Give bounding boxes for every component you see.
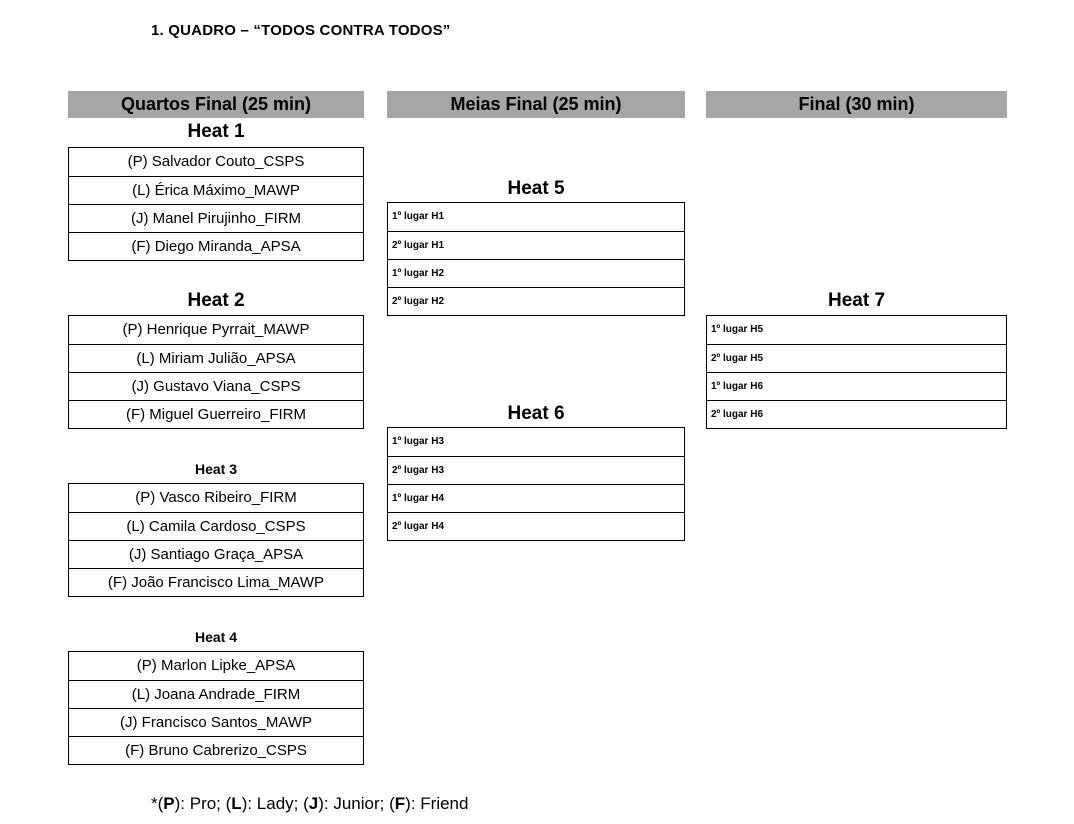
heat-4-row: (F) Bruno Cabrerizo_CSPS (69, 736, 363, 764)
heat-6-table: 1º lugar H3 2º lugar H3 1º lugar H4 2º l… (387, 427, 685, 541)
heat-4-title: Heat 4 (194, 629, 238, 645)
heat-2-table: (P) Henrique Pyrrait_MAWP (L) Miriam Jul… (68, 315, 364, 429)
heat-6-row: 1º lugar H3 (392, 436, 445, 447)
heat-6-row: 2º lugar H3 (388, 456, 684, 484)
heat-2-row: (F) Miguel Guerreiro_FIRM (69, 400, 363, 428)
heat-3-title: Heat 3 (194, 461, 238, 477)
heat-1-table: (P) Salvador Couto_CSPS (L) Érica Máximo… (68, 147, 364, 261)
heat-6-title: Heat 6 (507, 403, 565, 424)
heat-5-row: 1º lugar H2 (388, 259, 684, 287)
heat-1-title: Heat 1 (187, 121, 245, 142)
legend-lady-text: ): Lady; ( (241, 794, 309, 813)
heat-6-row: 2º lugar H4 (388, 512, 684, 540)
column-header-final: Final (30 min) (706, 91, 1007, 118)
heat-5-title: Heat 5 (507, 178, 565, 199)
column-header-semi-final: Meias Final (25 min) (387, 91, 685, 118)
heat-2-title: Heat 2 (187, 290, 245, 311)
document-title: 1. QUADRO – “TODOS CONTRA TODOS” (151, 22, 451, 39)
heat-5-table: 1º lugar H1 2º lugar H1 1º lugar H2 2º l… (387, 202, 685, 316)
legend-friend-code: F (394, 794, 406, 813)
legend-junior-code: J (308, 794, 319, 813)
heat-3-row: (L) Camila Cardoso_CSPS (69, 512, 363, 540)
heat-2-row: (L) Miriam Julião_APSA (69, 344, 363, 372)
heat-1-row: (J) Manel Pirujinho_FIRM (69, 204, 363, 232)
heat-2-row: (P) Henrique Pyrrait_MAWP (122, 321, 310, 338)
legend-pro-code: P (163, 794, 175, 813)
heat-1-row: (F) Diego Miranda_APSA (69, 232, 363, 260)
legend-junior-text: ): Junior; ( (318, 794, 395, 813)
heat-7-row: 2º lugar H6 (707, 400, 1006, 428)
heat-5-row: 1º lugar H1 (392, 211, 445, 222)
legend-pro-text: ): Pro; ( (174, 794, 232, 813)
heat-1-row: (P) Salvador Couto_CSPS (127, 153, 305, 170)
legend-lady-code: L (231, 794, 242, 813)
heat-7-row: 2º lugar H5 (707, 344, 1006, 372)
heat-3-row: (F) João Francisco Lima_MAWP (69, 568, 363, 596)
legend-friend-text: ): Friend (405, 794, 469, 813)
heat-7-row: 1º lugar H5 (711, 324, 764, 335)
heat-3-row: (J) Santiago Graça_APSA (69, 540, 363, 568)
heat-7-row: 1º lugar H6 (707, 372, 1006, 400)
heat-7-title: Heat 7 (827, 290, 886, 311)
heat-5-row: 2º lugar H1 (388, 231, 684, 259)
heat-4-row: (P) Marlon Lipke_APSA (136, 657, 296, 674)
category-legend: *(P): Pro; (L): Lady; (J): Junior; (F): … (151, 794, 468, 814)
heat-3-table: (P) Vasco Ribeiro_FIRM (L) Camila Cardos… (68, 483, 364, 597)
legend-prefix: *( (151, 794, 164, 813)
heat-2-row: (J) Gustavo Viana_CSPS (69, 372, 363, 400)
heat-4-table: (P) Marlon Lipke_APSA (L) Joana Andrade_… (68, 651, 364, 765)
heat-3-row: (P) Vasco Ribeiro_FIRM (135, 489, 297, 506)
heat-1-row: (L) Érica Máximo_MAWP (69, 176, 363, 204)
heat-6-row: 1º lugar H4 (388, 484, 684, 512)
heat-4-row: (L) Joana Andrade_FIRM (69, 680, 363, 708)
heat-4-row: (J) Francisco Santos_MAWP (69, 708, 363, 736)
heat-5-row: 2º lugar H2 (388, 287, 684, 315)
heat-7-table: 1º lugar H5 2º lugar H5 1º lugar H6 2º l… (706, 315, 1007, 429)
column-header-quarter-final: Quartos Final (25 min) (68, 91, 364, 118)
